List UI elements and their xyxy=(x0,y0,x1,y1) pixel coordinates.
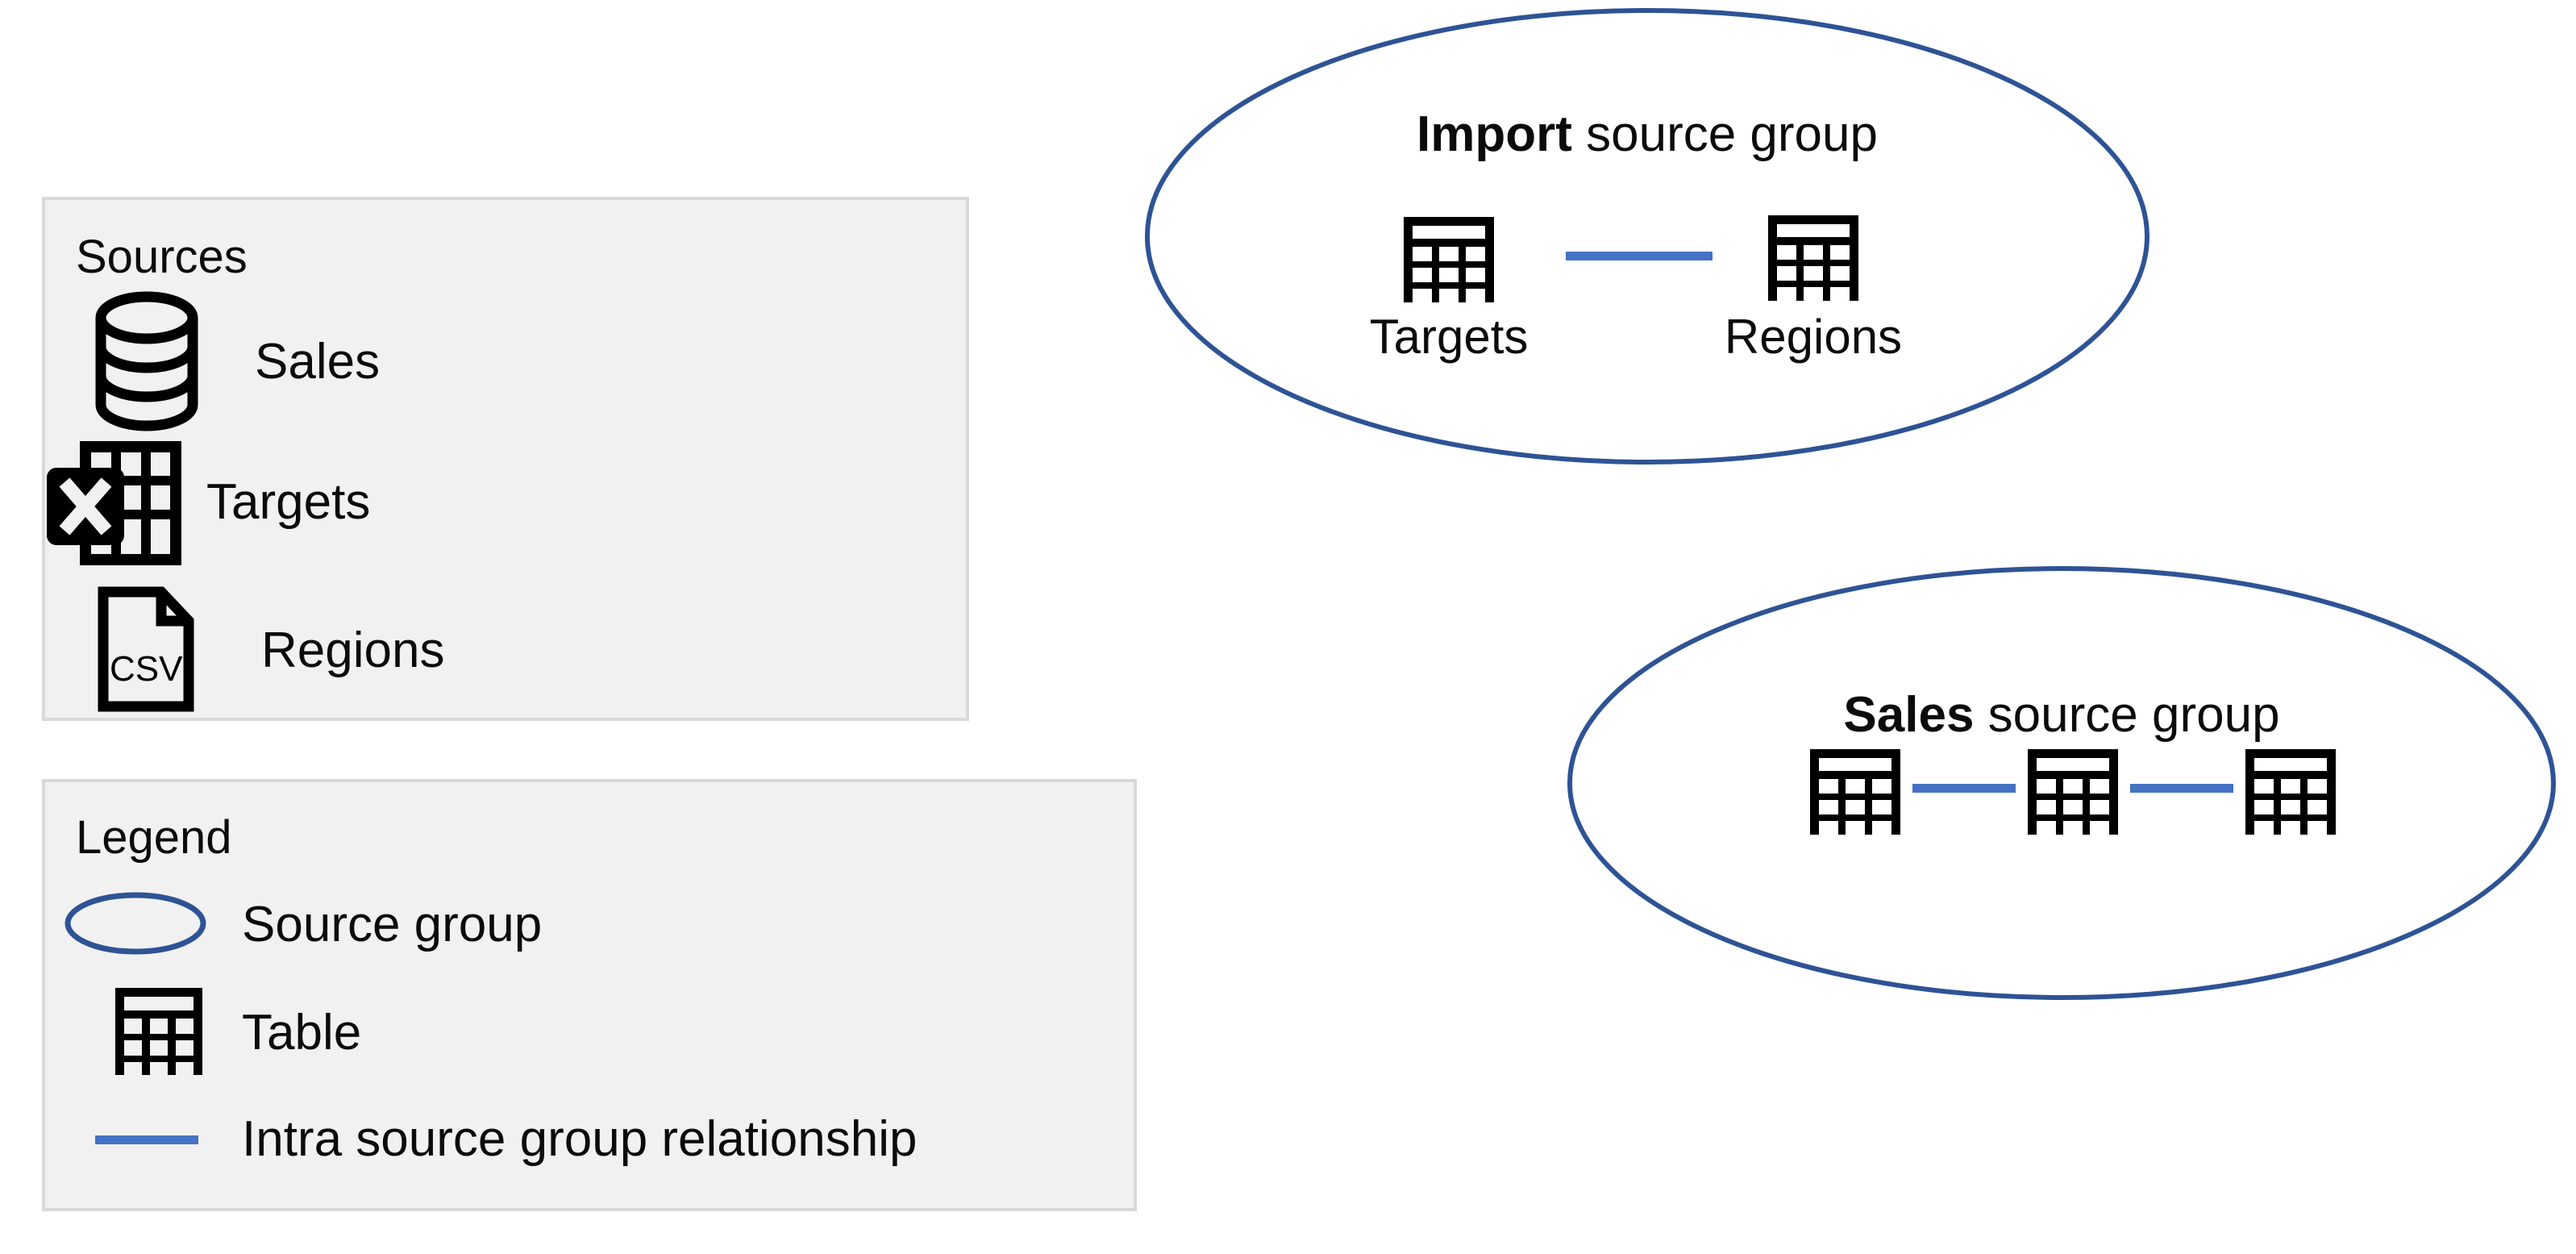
import-source-group[interactable]: Import source group xyxy=(1143,6,2151,466)
legend-item-label: Source group xyxy=(242,897,543,952)
table-label-regions: Regions xyxy=(1724,310,1903,364)
source-item-label: Regions xyxy=(261,623,445,678)
sources-panel: Sources Sales xyxy=(42,197,969,721)
csv-file-icon: CSV xyxy=(95,585,197,713)
relationship-line xyxy=(1912,784,2016,793)
import-source-group-title: Import source group xyxy=(1143,110,2151,160)
group-title-rest: source group xyxy=(1571,106,1878,162)
table-icon[interactable] xyxy=(1808,747,1903,837)
relationship-line xyxy=(2130,784,2233,793)
source-item-label: Targets xyxy=(206,474,371,530)
ellipse-icon xyxy=(63,890,208,956)
line-icon xyxy=(95,1135,198,1144)
sales-source-group-title: Sales source group xyxy=(1566,690,2557,740)
table-icon[interactable] xyxy=(2025,747,2120,837)
group-title-rest: source group xyxy=(1974,687,2280,743)
excel-spreadsheet-icon xyxy=(39,431,184,576)
relationship-line xyxy=(1566,252,1712,260)
legend-panel-title: Legend xyxy=(76,811,232,864)
table-label-targets: Targets xyxy=(1369,310,1529,364)
svg-text:CSV: CSV xyxy=(110,649,183,689)
table-icon[interactable] xyxy=(1401,215,1496,305)
group-title-strong: Sales xyxy=(1843,687,1975,743)
sources-panel-title: Sources xyxy=(76,231,248,283)
legend-item-label: Table xyxy=(242,1005,362,1060)
legend-item-label: Intra source group relationship xyxy=(242,1111,918,1167)
legend-panel: Legend Source group xyxy=(42,779,1137,1211)
table-icon[interactable] xyxy=(2243,747,2338,837)
table-icon xyxy=(111,984,206,1079)
group-title-strong: Import xyxy=(1417,106,1572,162)
sales-source-group[interactable]: Sales source group xyxy=(1566,565,2557,1002)
table-icon[interactable] xyxy=(1766,213,1861,303)
source-item-label: Sales xyxy=(255,334,381,390)
database-icon xyxy=(94,290,200,432)
